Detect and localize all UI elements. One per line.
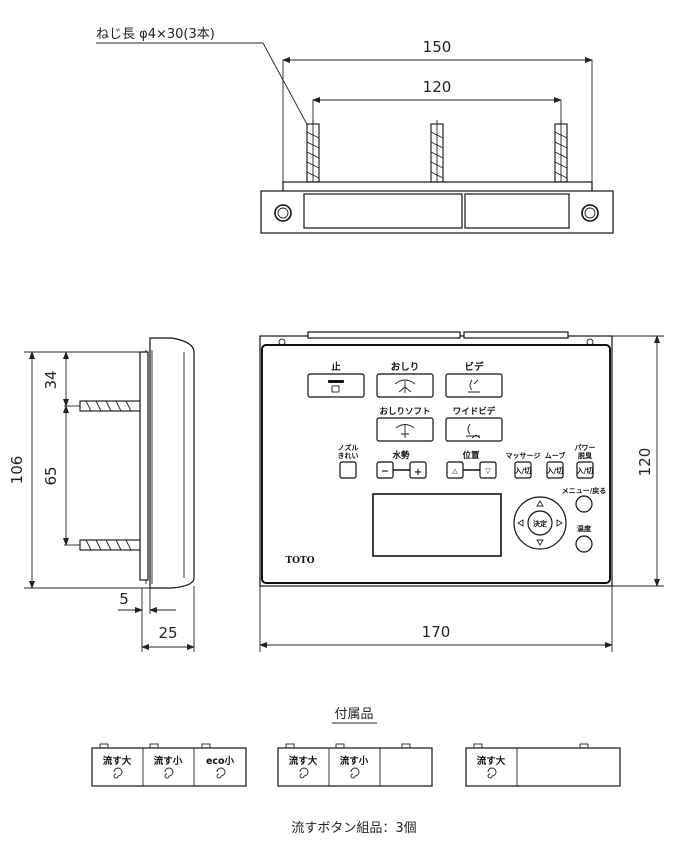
accessories: 付属品 流す大 流す小 eco小 流す大 流す小 xyxy=(91,707,621,836)
dim-120: 120 xyxy=(423,78,452,96)
flush-large-label: 流す大 xyxy=(289,755,318,767)
spray-icon xyxy=(394,379,416,393)
flush-small-label: 流す小 xyxy=(154,755,183,767)
flush-large-label: 流す大 xyxy=(103,755,132,767)
lcd-display xyxy=(372,493,502,557)
soft-spray-icon xyxy=(395,424,415,438)
label-move: ムーブ xyxy=(545,451,566,460)
confirm-label: 決定 xyxy=(533,519,547,528)
swirl-icon xyxy=(350,767,360,779)
label-temperature: 温度 xyxy=(577,524,592,533)
side-view: 106 34 65 5 25 xyxy=(8,337,195,652)
pressure-minus-button[interactable] xyxy=(376,461,394,479)
power-onoff-label: 入/切 xyxy=(576,466,594,475)
label-wide-bidet: ワイドビデ xyxy=(453,406,496,417)
pressure-plus-button[interactable] xyxy=(409,461,427,479)
triangle-down-icon: ▽ xyxy=(485,467,491,475)
swirl-icon xyxy=(216,767,226,779)
flush-button-set-3: 流す大 xyxy=(465,743,621,787)
bidet-icon xyxy=(468,379,480,393)
square-icon xyxy=(331,385,340,393)
flush-large-label: 流す大 xyxy=(477,755,506,767)
stop-button[interactable] xyxy=(307,373,365,398)
dim-25: 25 xyxy=(158,624,177,642)
label-nozzle-1: ノズル xyxy=(338,443,359,452)
accessories-caption: 流すボタン組品：3個 xyxy=(291,821,416,836)
nozzle-clean-button[interactable] xyxy=(339,461,357,479)
dim-34: 34 xyxy=(42,370,60,389)
brand-logo: TOTO xyxy=(285,556,314,566)
remote-side-body xyxy=(149,337,195,589)
swirl-icon xyxy=(164,767,174,779)
dpad-up-icon xyxy=(536,500,544,507)
dpad-right-icon xyxy=(556,519,563,527)
menu-back-button[interactable] xyxy=(575,495,593,513)
swirl-icon xyxy=(299,767,309,779)
screw-anchors-top xyxy=(306,120,568,186)
dim-106: 106 xyxy=(8,456,26,485)
stop-icon xyxy=(328,380,344,383)
top-view: ねじ長 φ4×30(3本) 150 120 xyxy=(96,27,614,234)
bidet-button[interactable] xyxy=(445,373,503,398)
position-back-button[interactable] xyxy=(479,461,497,479)
wide-bidet-button[interactable] xyxy=(445,417,503,442)
flush-button-set-1: 流す大 流す小 eco小 xyxy=(91,743,247,787)
label-oshiri: おしり xyxy=(391,362,420,373)
swirl-icon xyxy=(487,767,497,779)
dim-65: 65 xyxy=(42,466,60,485)
move-onoff-label: 入/切 xyxy=(546,466,564,475)
label-water-pressure: 水勢 xyxy=(391,450,410,461)
confirm-button[interactable] xyxy=(527,510,553,536)
label-massage: マッサージ xyxy=(506,452,541,460)
eco-small-label: eco小 xyxy=(206,755,235,767)
triangle-up-icon: △ xyxy=(452,467,458,475)
label-power-2: 脱臭 xyxy=(578,451,592,460)
temperature-button[interactable] xyxy=(575,535,593,553)
accessories-title: 付属品 xyxy=(334,707,373,722)
dim-150: 150 xyxy=(423,38,452,56)
label-stop: 止 xyxy=(331,361,341,373)
label-bidet: ビデ xyxy=(464,361,484,373)
dpad-down-icon xyxy=(536,539,544,546)
front-view: 120 170 止 おしり ビデ おしりソフト ワイドビデ ノズル きれい 水勢… xyxy=(259,331,664,652)
swirl-icon xyxy=(113,767,123,779)
power-deodorize-button[interactable] xyxy=(576,461,594,479)
wide-bidet-icon xyxy=(466,423,481,439)
minus-icon: − xyxy=(381,466,389,477)
massage-button[interactable] xyxy=(514,461,532,479)
massage-onoff-label: 入/切 xyxy=(514,466,532,475)
label-nozzle-2: きれい xyxy=(338,451,359,460)
position-front-button[interactable] xyxy=(446,461,464,479)
label-oshiri-soft: おしりソフト xyxy=(379,407,430,417)
flush-button-set-2: 流す大 流す小 xyxy=(277,743,433,787)
label-position: 位置 xyxy=(462,450,480,461)
flush-small-label: 流す小 xyxy=(340,755,369,767)
dim-front-120: 120 xyxy=(636,448,654,477)
dim-170: 170 xyxy=(422,623,451,641)
dim-5: 5 xyxy=(119,590,129,608)
screw-anchors-side xyxy=(79,400,141,551)
label-menu: メニュー/戻る xyxy=(562,486,607,495)
plus-icon: + xyxy=(414,467,422,478)
screw-note: ねじ長 φ4×30(3本) xyxy=(96,27,215,42)
dpad-left-icon xyxy=(517,519,524,527)
move-button[interactable] xyxy=(546,461,564,479)
label-power-1: パワー xyxy=(575,443,596,452)
